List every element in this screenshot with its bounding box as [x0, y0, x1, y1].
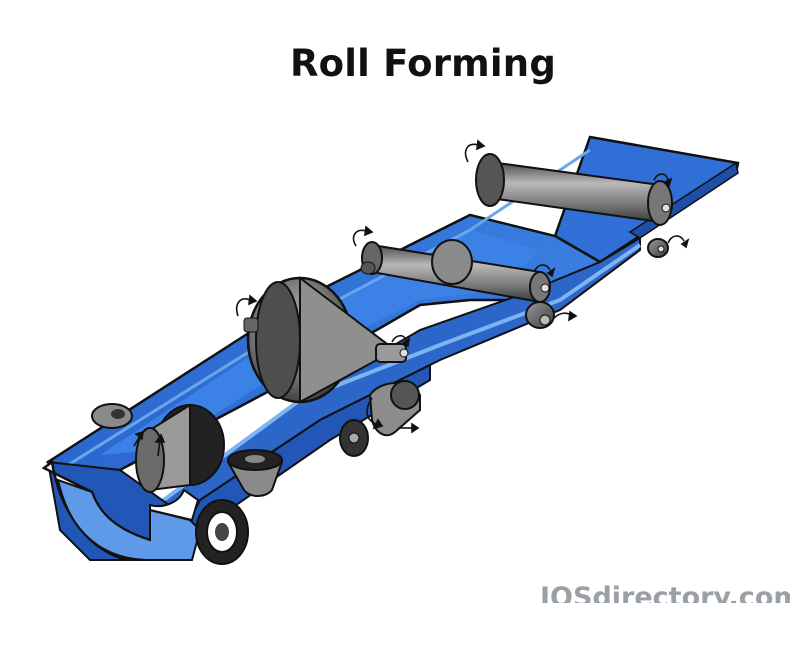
second-stand-rollers — [360, 239, 555, 329]
first-stand-rollers — [475, 153, 673, 258]
watermark-text: IQSdirectory.com — [540, 582, 790, 603]
large-forming-roller — [243, 275, 409, 404]
side-rollers — [91, 380, 421, 565]
page-title: Roll Forming — [289, 42, 557, 85]
u-channel-profile — [41, 459, 202, 561]
rotation-arrow-icon — [133, 139, 690, 457]
